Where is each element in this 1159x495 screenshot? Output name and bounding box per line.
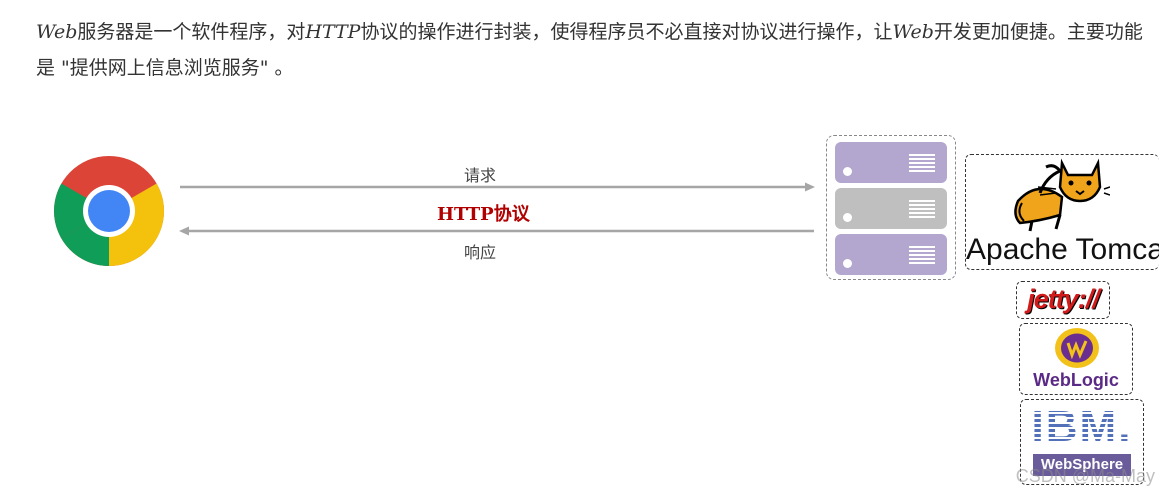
server-vent-icon xyxy=(909,200,935,218)
server-led-icon xyxy=(843,167,852,176)
intro-text-part-1: 服务器是一个软件程序，对 xyxy=(77,21,306,43)
websphere-logo-text: WebSphere xyxy=(1033,454,1131,476)
weblogic-logo-box: WebLogic xyxy=(1019,323,1133,395)
intro-web-word: Web xyxy=(36,21,78,43)
chrome-browser-icon xyxy=(54,156,164,266)
csdn-watermark: CSDN @Ma-May xyxy=(1015,466,1155,486)
server-vent-icon xyxy=(909,154,935,172)
response-arrow-head xyxy=(179,226,189,236)
intro-text-part-2: 协议的操作进行封装，使得程序员不必直接对协议进行操作，让 xyxy=(360,21,893,43)
weblogic-emblem-icon xyxy=(1055,328,1099,368)
intro-web-word-2: Web xyxy=(892,21,934,43)
tomcat-cat-icon xyxy=(1014,158,1110,232)
server-vent-icon xyxy=(909,246,935,264)
server-led-icon xyxy=(843,213,852,222)
jetty-logo-box: jetty:// xyxy=(1016,281,1110,319)
server-unit-middle xyxy=(835,188,947,229)
intro-http-word: HTTP xyxy=(305,21,361,43)
websphere-logo-box: IBM. WebSphere xyxy=(1020,399,1144,485)
server-unit-bottom xyxy=(835,234,947,275)
http-protocol-label: HTTP协议 xyxy=(437,204,530,225)
intro-paragraph: Web服务器是一个软件程序，对HTTP协议的操作进行封装，使得程序员不必直接对协… xyxy=(36,14,1146,86)
server-stack xyxy=(826,135,956,280)
tomcat-logo-text: Apache Tomcat xyxy=(966,233,1159,266)
intro-text-part-3: 开发更加便捷。主要功能是 "提供网上信息浏览服务" 。 xyxy=(36,21,1143,79)
response-label: 响应 xyxy=(464,243,497,262)
tomcat-logo-box: Apache Tomcat xyxy=(965,154,1159,270)
request-label: 请求 xyxy=(464,166,497,185)
jetty-logo-text: jetty:// xyxy=(1027,284,1100,314)
chrome-green-segment-b xyxy=(54,183,109,239)
server-led-icon xyxy=(843,259,852,268)
chrome-blue-center xyxy=(88,190,130,232)
request-arrow-head xyxy=(805,182,815,192)
weblogic-logo-text: WebLogic xyxy=(1033,370,1119,390)
ibm-logo-text: IBM. xyxy=(1021,404,1143,450)
server-unit-top xyxy=(835,142,947,183)
